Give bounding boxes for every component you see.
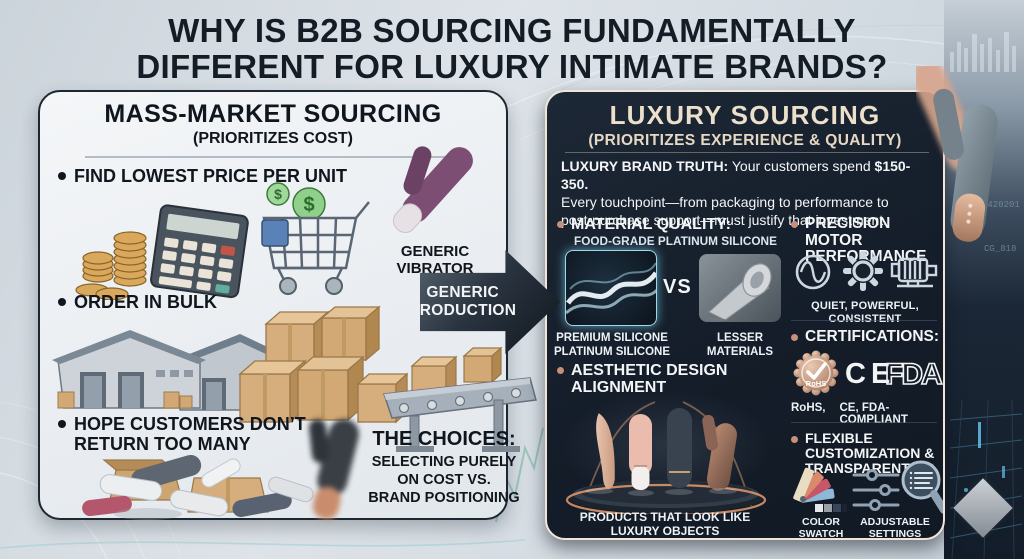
qc-magnifier-icon [901,460,943,514]
truth-line: post-purchase support—must justify that … [561,211,888,228]
blurred-vibrator-icon [309,419,359,520]
ce-mark-icon: CE [845,358,896,390]
material-quality-heading: MATERIAL QUALITY: [557,216,731,233]
choices-line: SELECTING PURELY [371,454,517,470]
caption-line: VIBRATOR [396,259,474,277]
bullet-dot-icon [791,221,798,228]
aesthetic-caption: PRODUCTS THAT LOOK LIKE LUXURY OBJECTS [557,510,773,538]
certifications-heading: CERTIFICATIONS: [791,328,940,346]
luxury-products-display [561,390,771,514]
luxury-heading: LUXURY SOURCING [609,100,881,130]
swatch-caption: COLOR SWATCH [798,516,844,540]
bullet-hope-returns: HOPE CUSTOMERS DON’T RETURN TOO MANY [58,414,330,454]
caption-line: PREMIUM SILICONE [556,332,668,344]
caption-ce-fda: CE, FDA-COMPLIANT [839,402,908,426]
choices-block: THE CHOICES: SELECTING PURELY ON COST VS… [356,428,532,507]
mass-market-subheading: (PRIORITIZES COST) [193,130,353,147]
bullet-label: HOPE CUSTOMERS DON’T RETURN TOO MANY [74,414,306,455]
certifications-caption: RoHS, CE, FDA-COMPLIANT [791,402,943,426]
material-roll-icon [705,263,772,322]
caption-line: LESSER [716,332,763,344]
choices-line: ON COST VS. [397,472,491,489]
background-code-text: CG_818 [984,244,1017,254]
svg-text:$: $ [274,186,282,202]
bullet-dot-icon [557,367,564,374]
conveyor-belt-icon [382,346,537,452]
luxury-rabbit-vibrator-icon [916,66,998,242]
motor-caption: QUIET, POWERFUL, CONSISTENT [811,300,919,325]
background-tech-strip: 9420201 CG_818 [944,0,1024,559]
title-line-2: DIFFERENT FOR LUXURY INTIMATE BRANDS? [136,48,888,85]
bullet-dot-icon [791,436,798,443]
truth-text: Your customers spend [728,158,875,174]
caption-line: GENERIC [400,243,470,260]
section-divider [791,422,937,423]
arrow-label-line: PRODUCTION [409,302,517,319]
rohs-badge-text: RoHS [806,379,826,388]
electric-motor-icon [890,257,938,288]
lesser-caption: LESSER MATERIALS [695,332,785,359]
premium-silicone-image [565,250,657,326]
bullet-find-lowest-price: FIND LOWEST PRICE PER UNIT [58,166,347,186]
arrow-label-line: GENERIC [426,284,500,302]
bullet-dot-icon [791,334,798,341]
background-code-text: 9420201 [982,200,1020,210]
coins-calculator-icon [75,204,249,300]
cardboard-boxes-icon [238,305,408,424]
bullet-dot-icon [58,172,66,180]
svg-text:$: $ [303,194,314,216]
header-divider [85,156,465,158]
bullet-order-in-bulk: ORDER IN BULK [58,292,217,312]
sine-wave-icon [795,254,831,290]
premium-caption: PREMIUM SILICONE PLATINUM SILICONE [553,332,671,359]
gear-icon [843,251,883,291]
arrow-label: GENERIC PRODUCTION [420,250,516,354]
color-swatch-fan-icon [793,467,847,512]
fda-logo-text: FDA [885,358,942,391]
luxury-panel: LUXURY SOURCING (PRIORITIZES EXPERIENCE … [545,90,945,540]
vs-label: VS [663,276,692,298]
truth-label: LUXURY BRAND TRUTH: [561,158,729,174]
skyline-bars-decoration [950,32,1016,72]
rohs-badge-icon: RoHS [793,350,839,396]
bullet-dot-icon [58,298,66,306]
generic-vibrator-caption: GENERIC VIBRATOR [370,243,500,278]
bullet-label: ORDER IN BULK [74,292,217,312]
luxury-brand-truth: LUXURY BRAND TRUTH: Your customers spend… [561,158,935,230]
truth-amount: $150-350. [561,158,911,192]
section-label: CERTIFICATIONS: [805,328,940,345]
section-divider [791,320,937,321]
truth-line: LUXURY BRAND TRUTH: Your customers spend… [561,158,935,194]
section-label: MATERIAL QUALITY: [571,216,731,233]
bullet-dot-icon [557,221,564,228]
caption-rohs: RoHS, [791,402,826,414]
infographic-title: WHY IS B2B SOURCING FUNDAMENTALLY DIFFER… [0,14,1024,83]
mass-market-heading: MASS-MARKET SOURCING [104,100,442,128]
caption-line: PRODUCTS THAT LOOK LIKE [579,510,751,524]
section-label: FLEXIBLE CUSTOMIZATION & TRANSPARENT QC [805,430,935,477]
customization-heading: FLEXIBLE CUSTOMIZATION & TRANSPARENT QC [791,430,943,477]
adjustable-sliders-icon [852,469,900,511]
settings-caption: ADJUSTABLE SETTINGS [860,516,930,540]
returned-products-pile-icon [82,454,314,520]
caption-line: MATERIALS [706,345,774,358]
caption-line: LUXURY OBJECTS [610,524,720,539]
bullet-label: FIND LOWEST PRICE PER UNIT [74,166,348,186]
choices-line: BRAND POSITIONING [368,490,520,507]
silicone-waves-icon [566,262,656,315]
luxury-subheading: (PRIORITIZES EXPERIENCE & QUALITY) [588,132,902,149]
generic-vibrator-icon [392,146,473,233]
luxury-header: LUXURY SOURCING (PRIORITIZES EXPERIENCE … [547,100,943,150]
choices-heading: THE CHOICES: [372,428,516,450]
lesser-materials-image [699,254,781,322]
bullet-dot-icon [58,420,66,428]
fda-logo-icon: FDA [884,357,943,392]
caption-line: PLATINUM SILICONE [553,345,671,358]
title-line-1: WHY IS B2B SOURCING FUNDAMENTALLY [168,12,856,49]
mass-market-header: MASS-MARKET SOURCING (PRIORITIZES COST) [40,100,506,148]
header-divider [565,152,929,153]
truth-line: Every touchpoint—from packaging to perfo… [561,193,889,210]
material-quality-subheading: FOOD-GRADE PLATINUM SILICONE [574,234,777,248]
shopping-cart-icon: $ $ [261,182,370,295]
